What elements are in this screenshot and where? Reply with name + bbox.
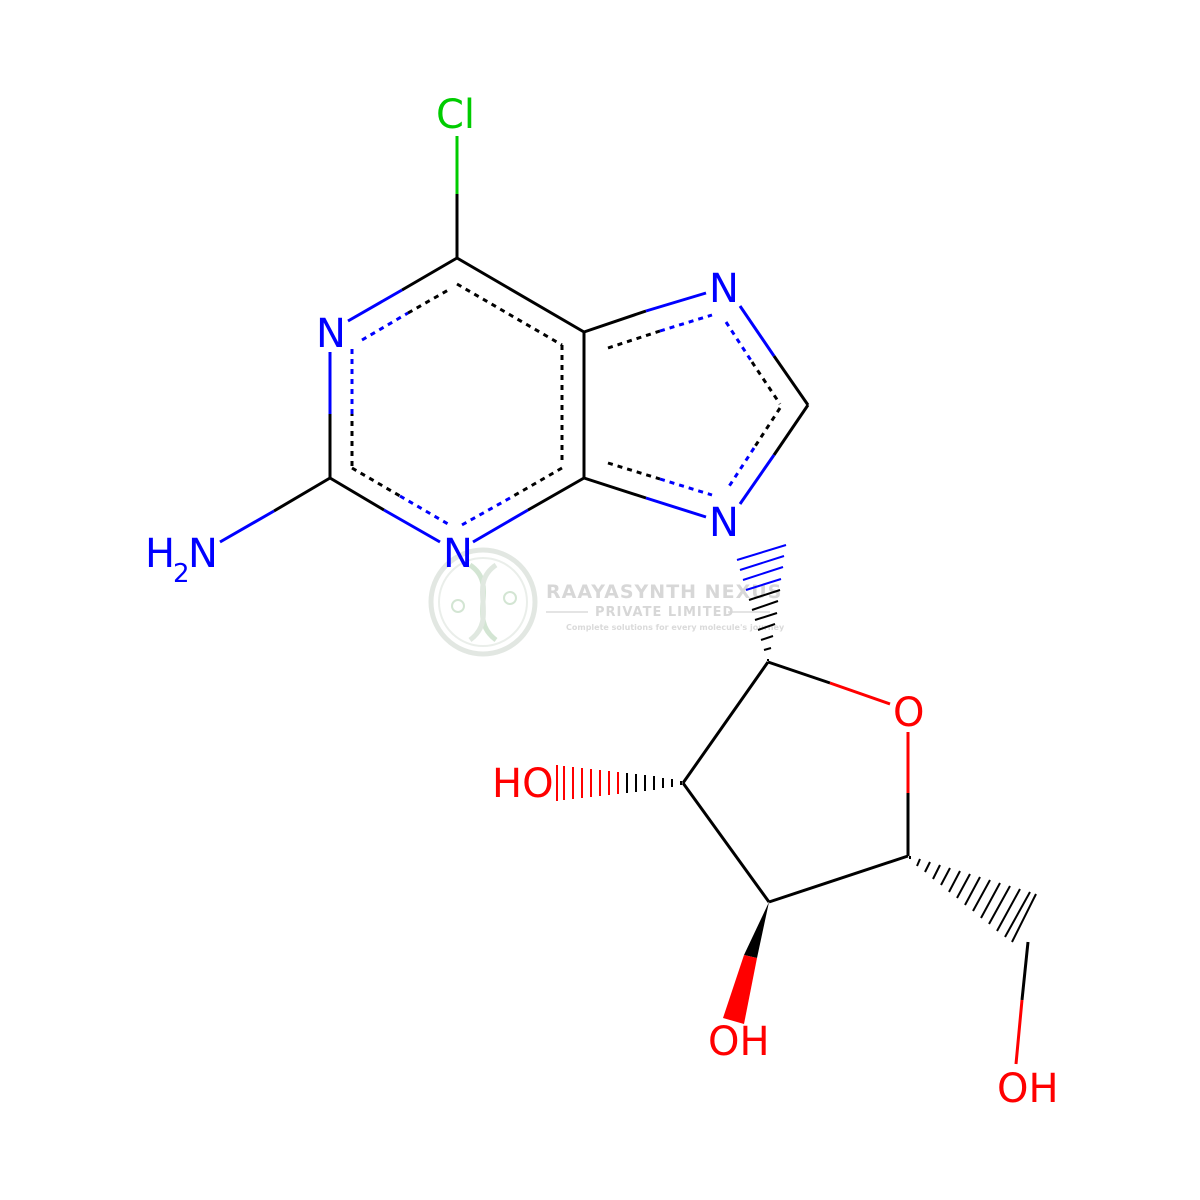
aromatic-bonds bbox=[350, 282, 782, 528]
solid-wedge-c3p-o3p bbox=[723, 902, 769, 1024]
watermark-tagline: Complete solutions for every molecule's … bbox=[566, 623, 785, 632]
hash-wedge-c1p-n9 bbox=[736, 544, 787, 661]
watermark: RAAYASYNTH NEXUS PRIVATE LIMITED Complet… bbox=[428, 547, 785, 657]
hash-wedge-c2p-o2p bbox=[556, 765, 682, 801]
n7-label: N bbox=[709, 266, 739, 312]
bond-c2-n3 bbox=[329, 476, 385, 512]
ring-oxygen-label: O bbox=[893, 690, 924, 736]
bond-c2-nh2 bbox=[273, 476, 331, 513]
bond-n3-c4 bbox=[472, 508, 529, 544]
bond-c2p-c1p bbox=[681, 661, 770, 784]
hydroxyl-5prime-label: OH bbox=[997, 1066, 1059, 1112]
bond-c1p-o4p bbox=[767, 660, 831, 685]
hydroxyl-3prime-label: OH bbox=[708, 1019, 770, 1065]
amine-subscript: 2 bbox=[173, 559, 190, 589]
bond-c4p-c3p bbox=[768, 854, 909, 904]
bond-n9-c4 bbox=[645, 496, 707, 519]
dna-helix-icon bbox=[428, 547, 538, 657]
watermark-subtitle: PRIVATE LIMITED bbox=[595, 605, 734, 620]
bonds bbox=[219, 136, 1030, 1065]
n9-label: N bbox=[709, 500, 739, 546]
bond-c6-n1 bbox=[401, 256, 458, 292]
bond-c5p-o5p bbox=[1020, 941, 1030, 1001]
bond-c5-c6 bbox=[456, 256, 585, 334]
chlorine-label: Cl bbox=[436, 92, 475, 138]
bond-c3p-c2p bbox=[681, 782, 771, 903]
bond-c8-n9 bbox=[772, 404, 810, 456]
n1-label: N bbox=[316, 311, 346, 357]
watermark-title: RAAYASYNTH NEXUS bbox=[546, 581, 782, 603]
amine-h-label: H bbox=[145, 531, 175, 577]
hash-wedge-c4p-c5p bbox=[909, 856, 1037, 943]
bond-n7-c8 bbox=[738, 305, 776, 357]
n3-label: N bbox=[443, 531, 473, 577]
amine-n-label: N bbox=[188, 531, 218, 577]
hydroxyl-2prime-label: HO bbox=[492, 761, 554, 807]
bond-c5-n7 bbox=[583, 309, 647, 334]
atom-labels: Cl N N N N H 2 N O HO OH OH bbox=[145, 92, 1059, 1112]
